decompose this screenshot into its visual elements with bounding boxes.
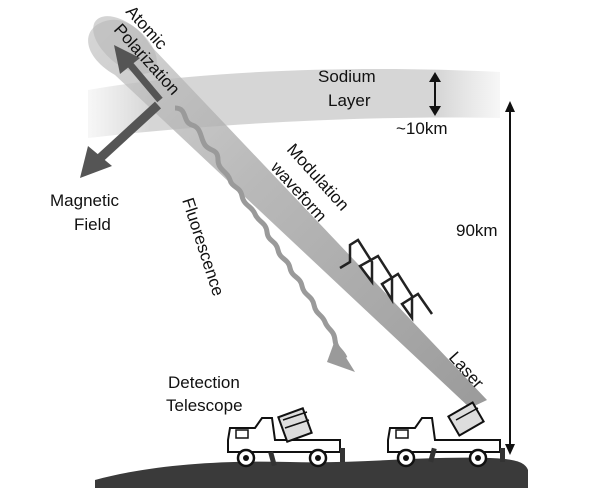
modulation-waveform	[339, 238, 434, 322]
label-thickness: ~10km	[396, 119, 448, 138]
label-telescope: Telescope	[166, 396, 243, 415]
detection-truck	[227, 417, 345, 468]
polarization-arrow	[114, 45, 163, 103]
detection-telescope-icon	[277, 407, 313, 443]
label-sodium: Sodium	[318, 67, 376, 86]
fluorescence-wave	[174, 105, 355, 372]
label-detection: Detection	[168, 373, 240, 392]
ground	[95, 457, 528, 488]
label-altitude: 90km	[456, 221, 498, 240]
label-fluorescence: Fluorescence	[178, 195, 228, 298]
beam-tip-glow	[93, 16, 157, 74]
label-magnetic: Magnetic	[50, 191, 119, 210]
laser-launcher-icon	[447, 401, 485, 437]
label-layer: Layer	[328, 91, 371, 110]
laser-beam	[88, 19, 488, 408]
thickness-arrow	[429, 72, 441, 116]
label-field: Field	[74, 215, 111, 234]
magnetic-field-arrow	[80, 101, 162, 178]
altitude-arrow	[505, 101, 515, 455]
laser-truck	[387, 417, 505, 468]
